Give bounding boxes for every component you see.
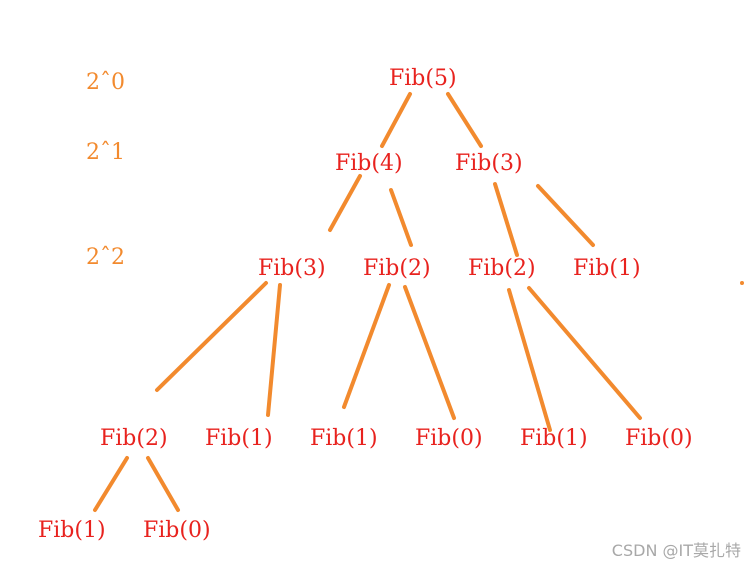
node-fib-1: Fib(1) [573, 256, 641, 281]
tree-edge-n2-n4 [328, 174, 362, 232]
tree-edge-n6-n13 [527, 286, 642, 420]
watermark: CSDN @IT莫扎特 [611, 541, 741, 560]
node-fib-1: Fib(1) [310, 426, 378, 451]
tree-edge-n8-n15 [146, 456, 180, 512]
stray-dot [740, 281, 744, 285]
tree-edge-n3-n7 [536, 184, 595, 247]
level-label-1: 2ˆ1 [86, 140, 125, 165]
node-fib-2: Fib(2) [468, 256, 536, 281]
tree-edge-n4-n8 [155, 281, 268, 392]
node-fib-5: Fib(5) [389, 66, 457, 91]
tree-edge-n3-n6 [493, 182, 519, 257]
node-fib-1: Fib(1) [520, 426, 588, 451]
node-fib-2: Fib(2) [100, 426, 168, 451]
tree-edge-n4-n9 [266, 283, 282, 417]
node-fib-0: Fib(0) [143, 518, 211, 543]
tree-edge-n6-n12 [507, 288, 552, 432]
node-fib-1: Fib(1) [38, 518, 106, 543]
node-fib-0: Fib(0) [625, 426, 693, 451]
node-fib-2: Fib(2) [363, 256, 431, 281]
node-fib-1: Fib(1) [205, 426, 273, 451]
tree-edge-n8-n14 [93, 456, 129, 512]
node-fib-3: Fib(3) [455, 151, 523, 176]
node-fib-0: Fib(0) [415, 426, 483, 451]
level-label-0: 2ˆ0 [86, 70, 125, 95]
tree-edge-n5-n10 [342, 283, 391, 409]
tree-edge-n1-n2 [380, 92, 412, 148]
tree-edge-n5-n11 [403, 285, 456, 420]
tree-edge-n1-n3 [446, 92, 483, 148]
level-label-2: 2ˆ2 [86, 245, 125, 270]
tree-edge-n2-n5 [389, 188, 413, 247]
node-fib-4: Fib(4) [335, 151, 403, 176]
node-fib-3: Fib(3) [258, 256, 326, 281]
